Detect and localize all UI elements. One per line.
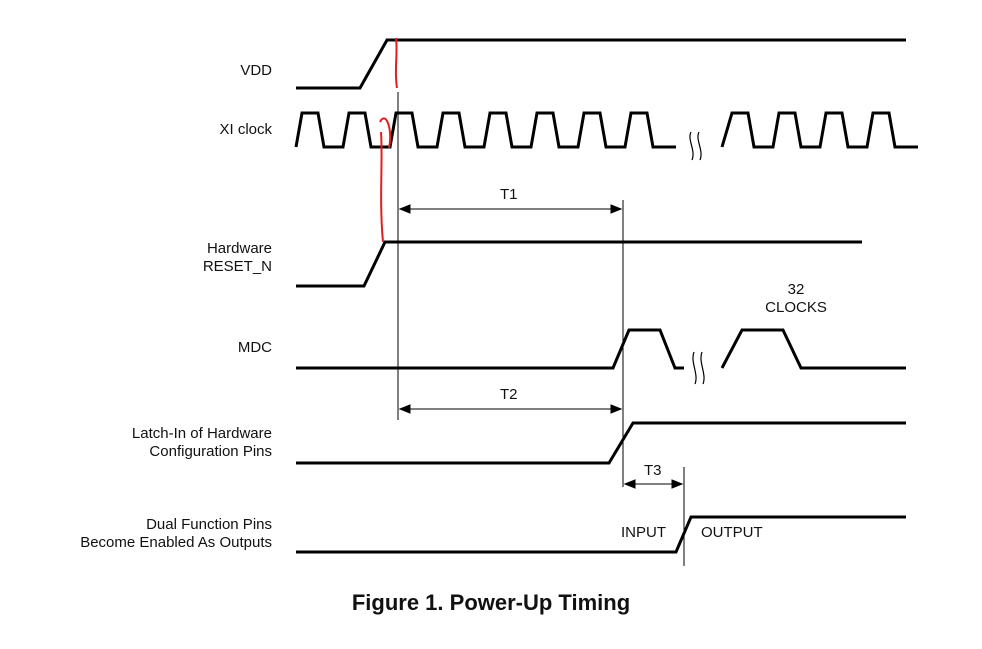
hardware-reset-label: Hardware RESET_N — [120, 240, 272, 276]
latch-in-label-line2: Configuration Pins — [149, 443, 272, 460]
hardware-reset-label-line1: Hardware — [206, 240, 272, 257]
t2-label: T2 — [500, 386, 518, 403]
red-markup-line-main — [380, 131, 384, 243]
dual-function-label-line2: Become Enabled As Outputs — [80, 534, 272, 551]
xi-clock-waveform-1 — [294, 111, 676, 149]
latch-in-label: Latch-In of Hardware Configuration Pins — [80, 425, 272, 461]
output-label: OUTPUT — [701, 524, 763, 541]
mdc-waveform-2 — [720, 328, 906, 370]
clocks-annotation: 32 CLOCKS — [764, 281, 828, 317]
red-markup-line-top — [394, 37, 398, 89]
red-markup-squiggle — [379, 117, 392, 149]
latch-waveform — [296, 421, 906, 465]
reset-waveform — [296, 240, 862, 288]
break-symbol-clock-2 — [697, 131, 702, 161]
xi-clock-label: XI clock — [219, 121, 272, 138]
dual-function-label: Dual Function Pins Become Enabled As Out… — [40, 516, 272, 552]
figure-caption: Figure 1. Power-Up Timing — [351, 590, 631, 615]
input-label: INPUT — [621, 524, 666, 541]
mdc-label: MDC — [237, 339, 272, 356]
break-symbol-mdc-1 — [692, 351, 697, 385]
latch-in-label-line1: Latch-In of Hardware — [131, 425, 272, 442]
dual-function-label-line1: Dual Function Pins — [146, 516, 272, 533]
t1-label: T1 — [500, 186, 518, 203]
xi-clock-waveform-2 — [720, 111, 918, 149]
break-symbol-mdc-2 — [700, 351, 705, 385]
hardware-reset-label-line2: RESET_N — [202, 258, 272, 275]
clocks-count: 32 — [787, 281, 805, 298]
break-symbol-clock-1 — [689, 131, 694, 161]
clocks-word: CLOCKS — [765, 299, 827, 316]
vdd-label: VDD — [240, 62, 272, 79]
mdc-waveform-1 — [296, 328, 684, 370]
dual-function-waveform — [296, 515, 906, 554]
vdd-waveform — [296, 38, 906, 90]
t3-label: T3 — [644, 462, 662, 479]
